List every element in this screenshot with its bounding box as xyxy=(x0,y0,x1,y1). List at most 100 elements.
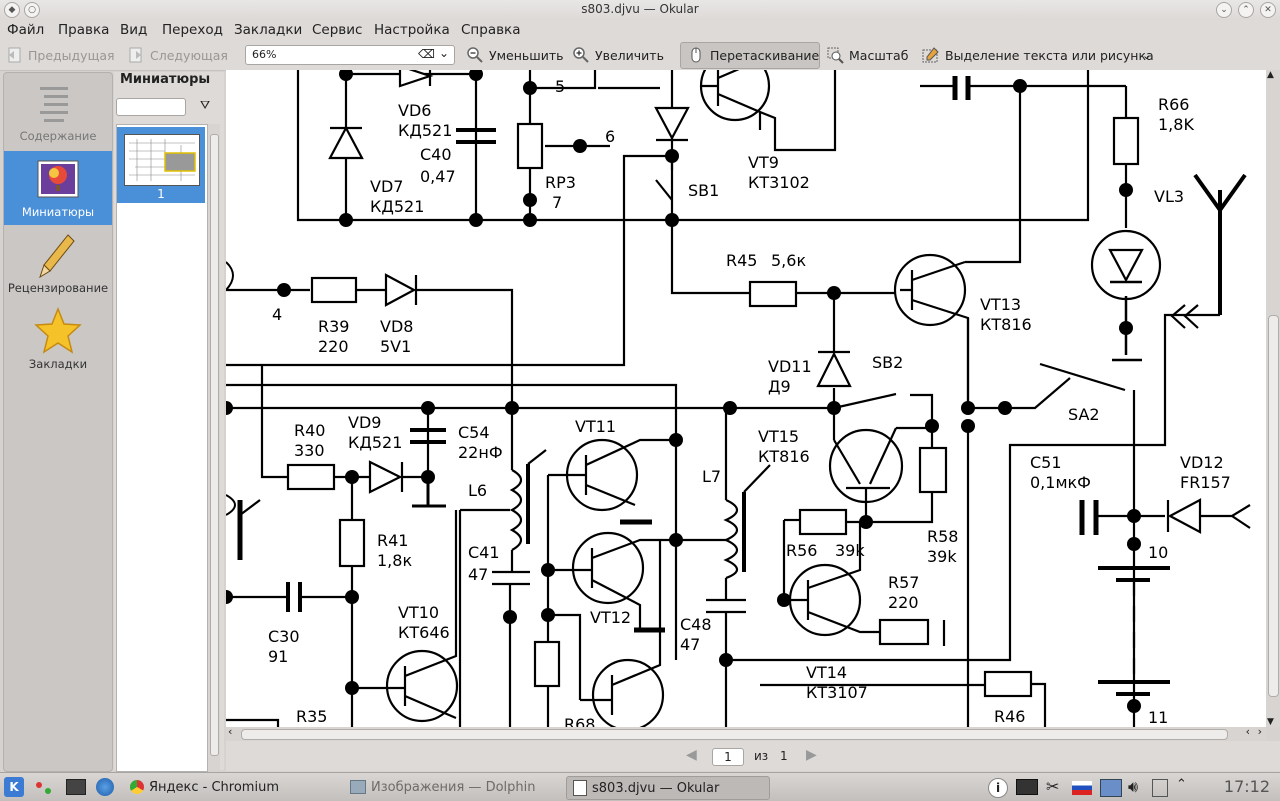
activity-icon[interactable] xyxy=(36,782,42,788)
pan-tool-button[interactable]: Перетаскивание xyxy=(680,42,820,69)
schematic-label: R45 xyxy=(726,251,757,270)
page-of-label: из xyxy=(754,749,769,763)
next-page-arrow-icon[interactable]: ▶ xyxy=(806,747,817,763)
schematic-label: R58 xyxy=(927,527,958,546)
thumbnail-list: 1 xyxy=(116,124,208,772)
scroll-up-icon[interactable]: ▲ xyxy=(1267,70,1274,80)
schematic-label: SB1 xyxy=(688,181,719,200)
globe-icon[interactable] xyxy=(96,778,114,796)
schematic-label: SB2 xyxy=(872,353,903,372)
text-select-button[interactable]: Выделение текста или рисунка xyxy=(922,45,1154,65)
maximize-icon[interactable]: ⌃ xyxy=(1238,2,1254,18)
task-label: Изображения — Dolphin xyxy=(371,779,536,795)
zoom-out-button[interactable]: Уменьшить xyxy=(466,45,564,65)
scroll-left-icon[interactable]: ‹ xyxy=(228,725,233,738)
schematic-label: VT15 xyxy=(758,427,799,446)
schematic-label: VD12 xyxy=(1180,453,1224,472)
document-vertical-scrollbar[interactable]: ▲ ▼ xyxy=(1266,70,1280,727)
menu-file[interactable]: Файл xyxy=(7,22,45,38)
display-icon[interactable] xyxy=(1100,779,1122,797)
next-page-label: Следующая xyxy=(150,47,228,63)
schematic-label: VL3 xyxy=(1154,187,1184,206)
menu-settings[interactable]: Настройка xyxy=(374,22,450,38)
sidebar-item-review[interactable]: Рецензирование xyxy=(4,227,112,301)
page-number-input[interactable]: 1 xyxy=(712,748,744,766)
menu-tools[interactable]: Сервис xyxy=(312,22,363,38)
scroll-right-icon[interactable]: › xyxy=(1257,725,1262,738)
schematic-label: 6 xyxy=(605,127,615,146)
thumbnail-scrollbar[interactable] xyxy=(208,124,220,770)
thumbnail-page[interactable]: 1 xyxy=(117,127,205,203)
schematic-label: C40 xyxy=(420,145,452,164)
prev-page-arrow-icon[interactable]: ◀ xyxy=(686,747,697,763)
schematic-label: VD11 xyxy=(768,357,812,376)
network-icon[interactable] xyxy=(1016,779,1038,795)
schematic-label: КТ816 xyxy=(758,447,810,466)
scroll-left-icon-2[interactable]: ‹ xyxy=(1245,725,1250,738)
kde-menu-icon[interactable]: K xyxy=(4,777,24,797)
document-vertical-scrollbar-handle[interactable] xyxy=(1268,315,1279,697)
scroll-down-icon[interactable]: ▼ xyxy=(1267,717,1274,727)
sidebar-item-label: Закладки xyxy=(28,357,88,371)
schematic-label: 5,6к xyxy=(771,251,806,270)
task-chromium[interactable]: Яндекс - Chromium xyxy=(130,776,279,798)
zoom-combobox[interactable]: 66% ⌫ ⌄ xyxy=(245,45,455,65)
schematic-label: VD6 xyxy=(398,101,431,120)
schematic-label: VD7 xyxy=(370,177,403,196)
task-label: s803.djvu — Okular xyxy=(592,780,720,796)
schematic-label: 39k xyxy=(927,547,957,566)
app-menu-icon[interactable]: ◆ xyxy=(4,2,20,18)
sidebar-item-thumbnails[interactable]: Миниатюры xyxy=(4,151,112,225)
chevron-down-icon[interactable]: ⌄ xyxy=(439,46,450,60)
document-horizontal-scrollbar-handle[interactable] xyxy=(241,729,1228,740)
pencil-icon xyxy=(39,234,75,279)
task-dolphin[interactable]: Изображения — Dolphin xyxy=(350,776,536,798)
thumbnail-page-number: 1 xyxy=(157,187,165,201)
clear-icon[interactable]: ⌫ xyxy=(418,47,435,61)
schematic-label: 220 xyxy=(888,593,919,612)
schematic-label: R40 xyxy=(294,421,325,440)
toolbar-overflow-icon[interactable]: ⌄ xyxy=(1142,48,1152,62)
thumbnail-filter-input[interactable] xyxy=(116,98,186,116)
menu-view[interactable]: Вид xyxy=(120,22,148,38)
schematic-label: C48 xyxy=(680,615,712,634)
schematic-label: VT13 xyxy=(980,295,1021,314)
next-page-icon xyxy=(129,47,142,63)
schematic-label: 22нФ xyxy=(458,443,503,462)
text-select-icon xyxy=(922,47,939,63)
schematic-label: VT12 xyxy=(590,608,631,627)
document-horizontal-scrollbar[interactable]: ‹ ‹ › xyxy=(226,725,1266,741)
thumbnail-scrollbar-handle[interactable] xyxy=(210,134,219,756)
prev-page-button[interactable]: Предыдущая xyxy=(5,45,115,65)
battery-icon[interactable] xyxy=(1152,779,1168,797)
scale-tool-button[interactable]: Масштаб xyxy=(826,45,908,65)
tray-expand-icon[interactable]: ⌃ xyxy=(1176,777,1187,792)
pan-label: Перетаскивание xyxy=(710,47,820,63)
schematic-label: R41 xyxy=(377,531,408,550)
sidebar-item-bookmarks[interactable]: Закладки xyxy=(4,303,112,377)
document-view[interactable]: 5 6 VD6 КД521 C40 0,47 VD7 КД521 RP3 7 S… xyxy=(226,70,1266,727)
menu-help[interactable]: Справка xyxy=(461,22,521,38)
volume-icon[interactable]: 🔊︎ xyxy=(1128,777,1139,796)
schematic-label: 1,8K xyxy=(1158,115,1194,134)
schematic-label: КТ646 xyxy=(398,623,450,642)
filter-icon[interactable]: ⛛ xyxy=(200,98,211,112)
task-okular[interactable]: s803.djvu — Okular xyxy=(566,776,770,800)
pin-icon[interactable]: ○ xyxy=(24,2,40,18)
prev-page-icon xyxy=(8,47,21,63)
mouse-icon xyxy=(691,47,701,63)
sidebar-item-contents[interactable]: Содержание xyxy=(4,75,112,149)
menu-bookmarks[interactable]: Закладки xyxy=(234,22,303,38)
keyboard-layout-ru-icon[interactable] xyxy=(1072,781,1092,795)
desktop-icon[interactable] xyxy=(66,779,86,795)
sidebar: Содержание Миниатюры Рецензирование Закл… xyxy=(3,72,113,772)
next-page-button[interactable]: Следующая xyxy=(127,45,228,65)
schematic-label: R57 xyxy=(888,573,919,592)
menu-go[interactable]: Переход xyxy=(162,22,223,38)
scissors-icon[interactable]: ✂ xyxy=(1046,777,1060,796)
info-icon[interactable]: i xyxy=(988,778,1008,798)
zoom-in-button[interactable]: Увеличить xyxy=(572,45,664,65)
minimize-icon[interactable]: ⌄ xyxy=(1216,2,1232,18)
close-icon[interactable]: ✕ xyxy=(1260,2,1276,18)
menu-edit[interactable]: Правка xyxy=(58,22,110,38)
